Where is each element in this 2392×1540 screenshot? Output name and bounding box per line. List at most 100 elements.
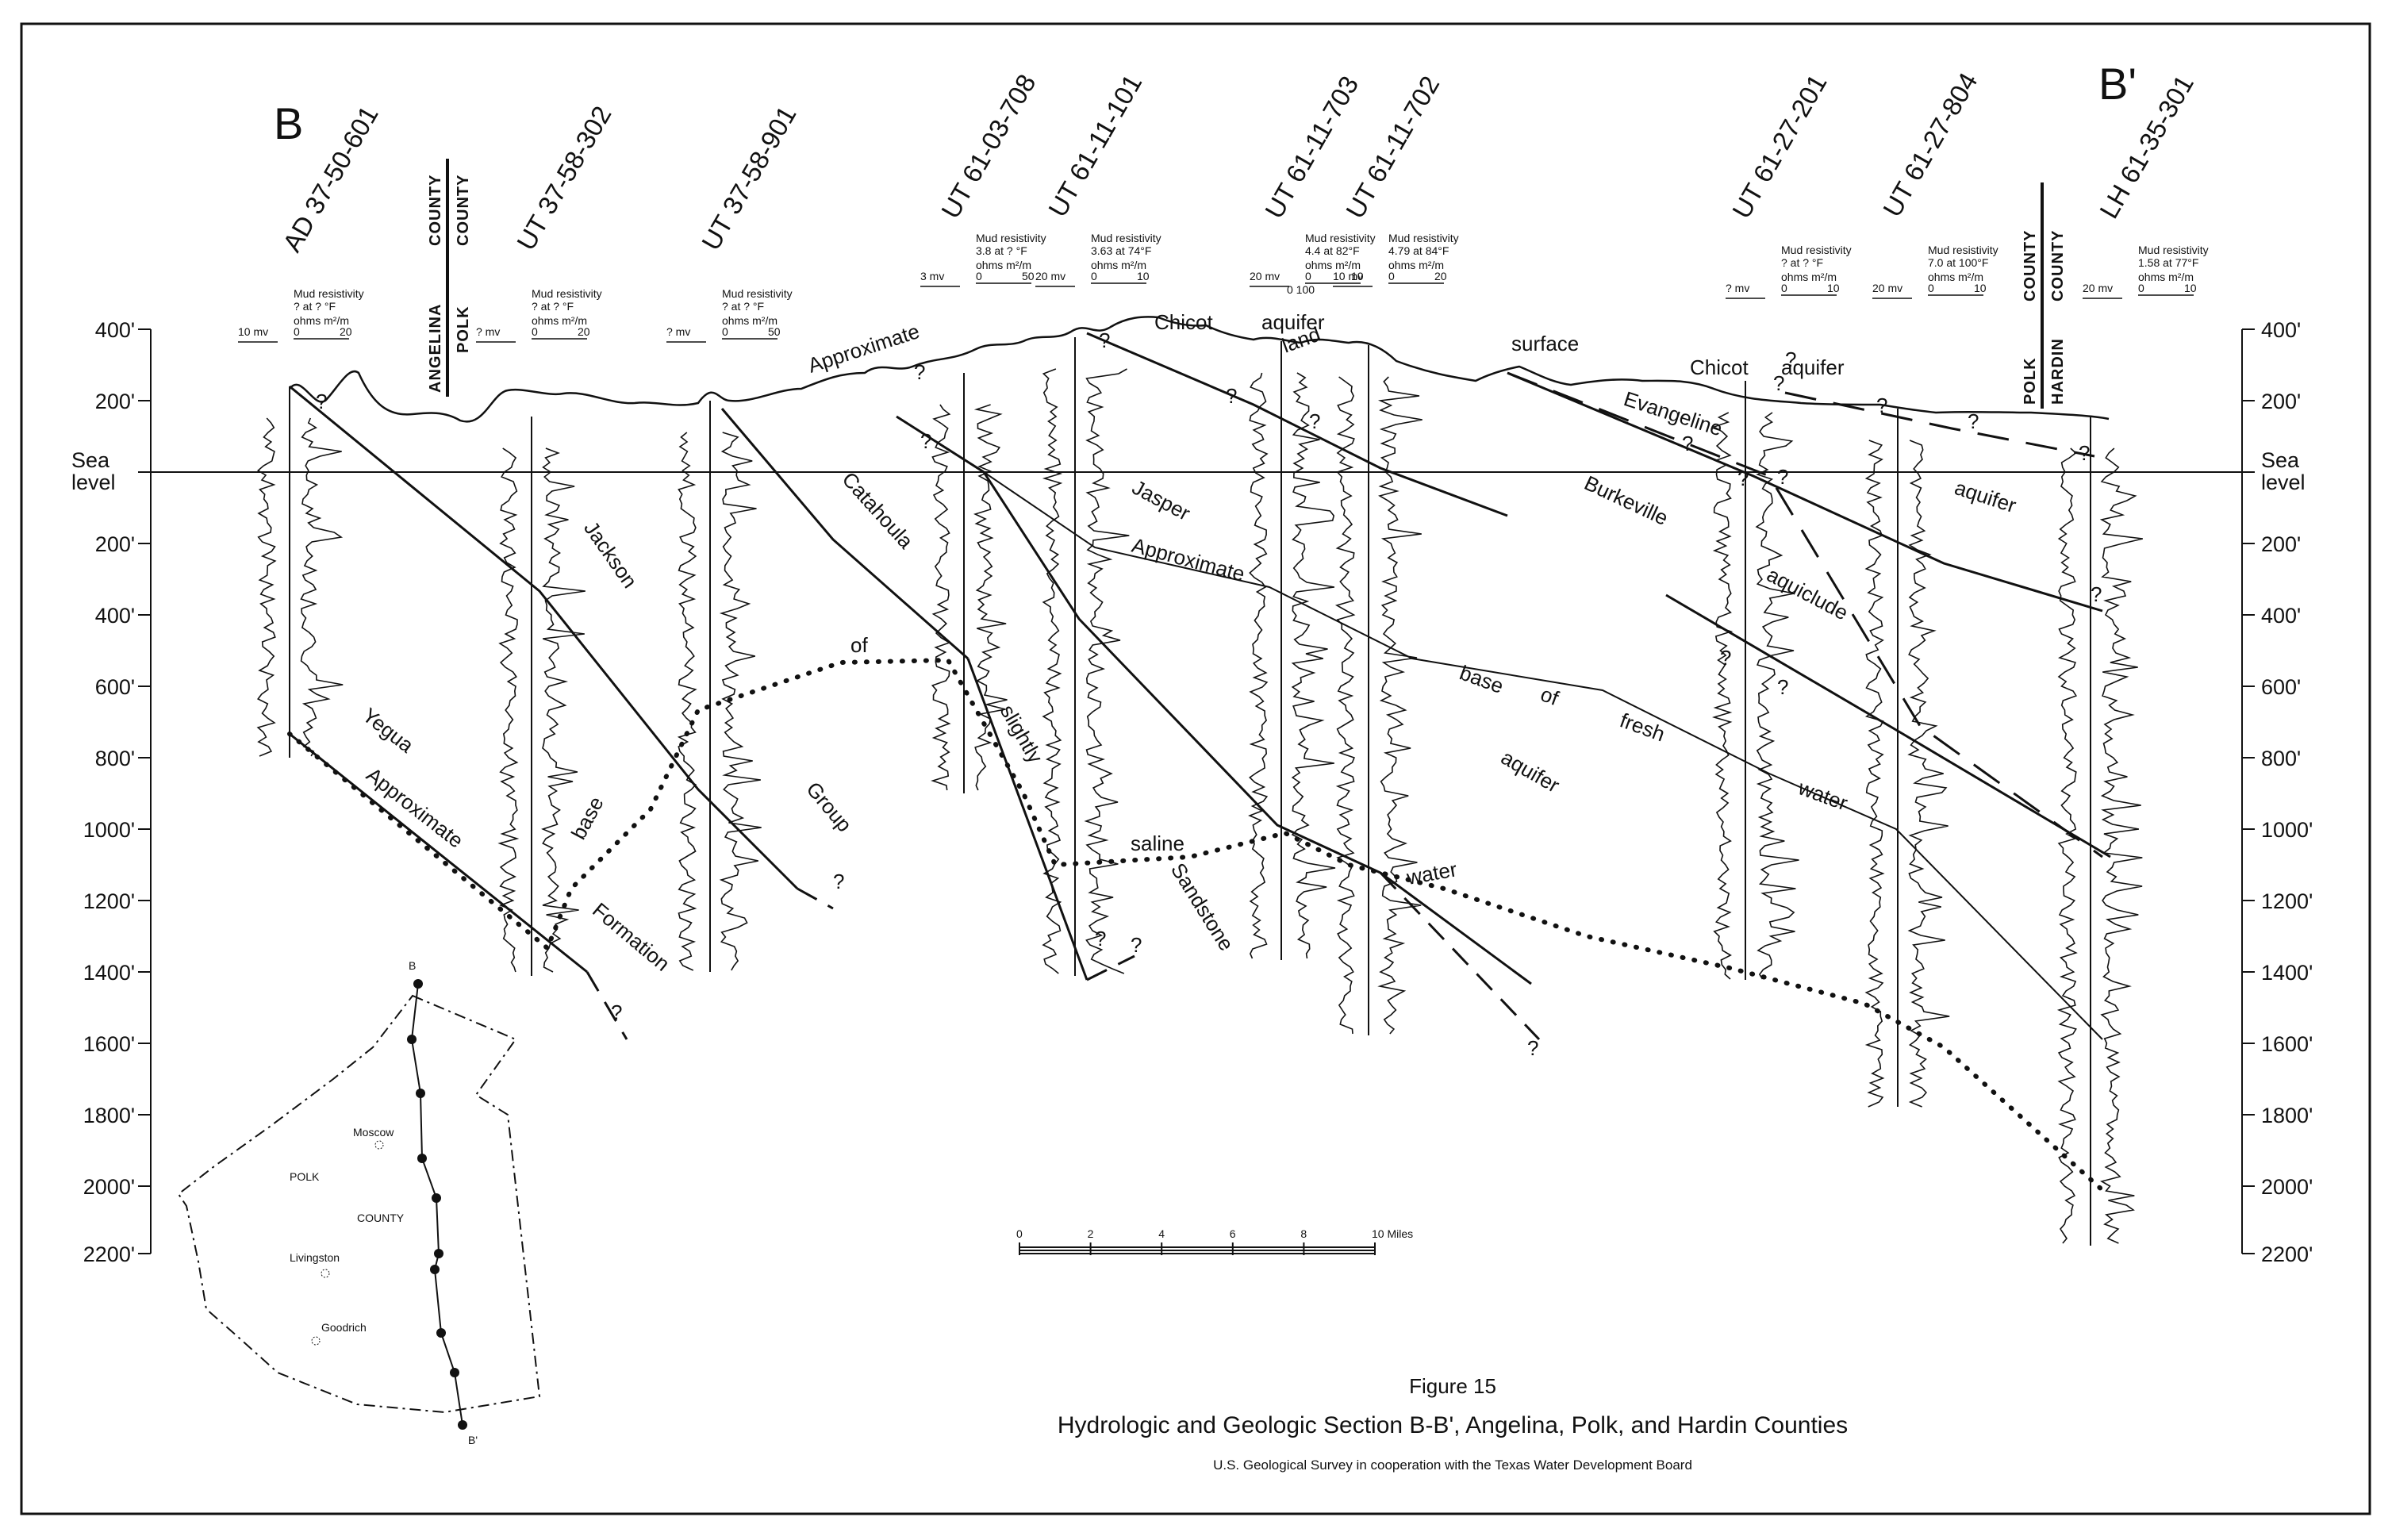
mud-reading: ? at ? °F xyxy=(722,300,764,313)
town-moscow: Moscow xyxy=(353,1126,394,1139)
depth-axis-right: 400'200'Sealevel200'400'600'800'1000'120… xyxy=(2241,318,2313,1266)
well-label: UT 61-03-708 xyxy=(935,69,1042,223)
scale-label: 8 xyxy=(1300,1227,1307,1240)
well-log xyxy=(1864,409,1950,1108)
axis-label: 400' xyxy=(2261,318,2301,342)
sp-scale: 20 mv xyxy=(1872,282,1902,294)
county-name-angelina: ANGELINA xyxy=(427,304,444,393)
land-surface-profile xyxy=(289,316,2110,423)
sp-scale: 20 mv xyxy=(1035,270,1065,282)
town-goodrich: Goodrich xyxy=(321,1321,367,1334)
axis-label: 1800' xyxy=(2261,1104,2313,1127)
mud-units: ohms m²/m xyxy=(722,314,777,327)
question-mark: ? xyxy=(1876,394,1887,417)
catahoula-lower-line xyxy=(966,658,1088,981)
axis-label: 2000' xyxy=(2261,1175,2313,1199)
question-mark: ? xyxy=(1720,646,1731,670)
mud-reading: 3.8 at ? °F xyxy=(976,244,1027,257)
county-line-angelina-polk: ANGELINA POLK COUNTY COUNTY xyxy=(427,159,472,397)
question-mark: ? xyxy=(2091,582,2102,606)
mud-units: ohms m²/m xyxy=(1388,259,1444,271)
top-yegua-line xyxy=(289,385,799,890)
county-word: COUNTY xyxy=(427,175,444,246)
inset-location-map: B B' POLK COUNTY Moscow Livingston Goodr… xyxy=(177,959,541,1446)
unit-label: Chicot xyxy=(1154,310,1213,334)
well-location-dot xyxy=(434,1249,443,1258)
well-label: UT 61-27-201 xyxy=(1726,69,1833,223)
well-label: UT 61-11-101 xyxy=(1042,69,1147,221)
scale-label: 2 xyxy=(1088,1227,1094,1240)
well-log xyxy=(1711,381,1799,980)
res-scale-max: 10 xyxy=(1137,270,1150,282)
res-scale-max: 10 xyxy=(2184,282,2197,294)
formation-boundaries xyxy=(289,332,2111,1041)
sp-scale: 10 mv xyxy=(1333,270,1363,282)
well-log xyxy=(497,417,586,976)
res-scale-min: 0 xyxy=(1305,270,1311,282)
inset-polk: POLK xyxy=(290,1170,320,1183)
mud-reading: ? at ? °F xyxy=(532,300,574,313)
question-mark: ? xyxy=(833,870,844,893)
resistivity-curve xyxy=(973,404,1008,791)
resistivity-curve xyxy=(1084,368,1130,974)
question-mark: ? xyxy=(920,429,931,453)
unit-label: Burkeville xyxy=(1580,470,1672,530)
res-scale-max: 20 xyxy=(1434,270,1447,282)
well-location-dot xyxy=(450,1368,459,1377)
axis-label: 1000' xyxy=(83,818,135,842)
scale-label: 6 xyxy=(1230,1227,1236,1240)
axis-label: 2000' xyxy=(83,1175,135,1199)
question-mark: ? xyxy=(1095,927,1106,950)
res-scale-max: 20 xyxy=(340,325,352,338)
axis-label: 1200' xyxy=(83,889,135,913)
axis-label-sea: Sea xyxy=(71,448,110,472)
axis-label: 200' xyxy=(95,390,135,413)
top-burkeville-line xyxy=(1507,371,2103,613)
resistivity-curve xyxy=(2099,447,2143,1244)
res-scale-min: 0 xyxy=(294,325,300,338)
scale-label: 0 xyxy=(1016,1227,1023,1240)
axis-label: 1400' xyxy=(2261,961,2313,985)
mud-title: Mud resistivity xyxy=(976,232,1046,244)
mud-units: ohms m²/m xyxy=(976,259,1031,271)
mud-title: Mud resistivity xyxy=(1928,244,1998,256)
mud-reading: 3.63 at 74°F xyxy=(1091,244,1151,257)
figure-border xyxy=(20,22,2371,1515)
section-label-b-prime: B' xyxy=(2098,59,2137,109)
well-location-dot xyxy=(416,1089,425,1098)
question-mark: ? xyxy=(1226,384,1237,408)
unit-label: aquifer xyxy=(1952,475,2019,517)
mud-title: Mud resistivity xyxy=(1305,232,1376,244)
resistivity-curve xyxy=(1291,372,1336,959)
resistivity-curve xyxy=(1755,412,1799,980)
mud-reading: 1.58 at 77°F xyxy=(2138,256,2198,269)
resistivity-curve xyxy=(1907,440,1950,1108)
well-log xyxy=(677,401,762,972)
well-location-dot xyxy=(413,979,423,989)
resistivity-curve xyxy=(1377,376,1423,1035)
yegua-approx-dashed xyxy=(586,971,628,1040)
scale-label: 10 Miles xyxy=(1372,1227,1413,1240)
mud-units: ohms m²/m xyxy=(1305,259,1361,271)
question-mark: ? xyxy=(1309,409,1320,433)
well-location-dot xyxy=(436,1328,446,1338)
figure-number: Figure 15 xyxy=(1409,1374,1496,1398)
unit-label: Chicot xyxy=(1690,355,1749,379)
sp-curve xyxy=(1248,372,1269,959)
axis-label: 200' xyxy=(2261,390,2301,413)
scale-label: 4 xyxy=(1158,1227,1165,1240)
res-scale-min: 0 xyxy=(1928,282,1934,294)
axis-label-sea: Sea xyxy=(2261,448,2300,472)
axis-label: 400' xyxy=(95,604,135,628)
annotation: base xyxy=(1457,660,1507,697)
question-mark: ? xyxy=(1785,348,1796,371)
sp-curve xyxy=(1711,412,1734,980)
axis-label: 2200' xyxy=(83,1242,135,1266)
mud-reading: ? at ? °F xyxy=(1781,256,1823,269)
mud-title: Mud resistivity xyxy=(1781,244,1852,256)
